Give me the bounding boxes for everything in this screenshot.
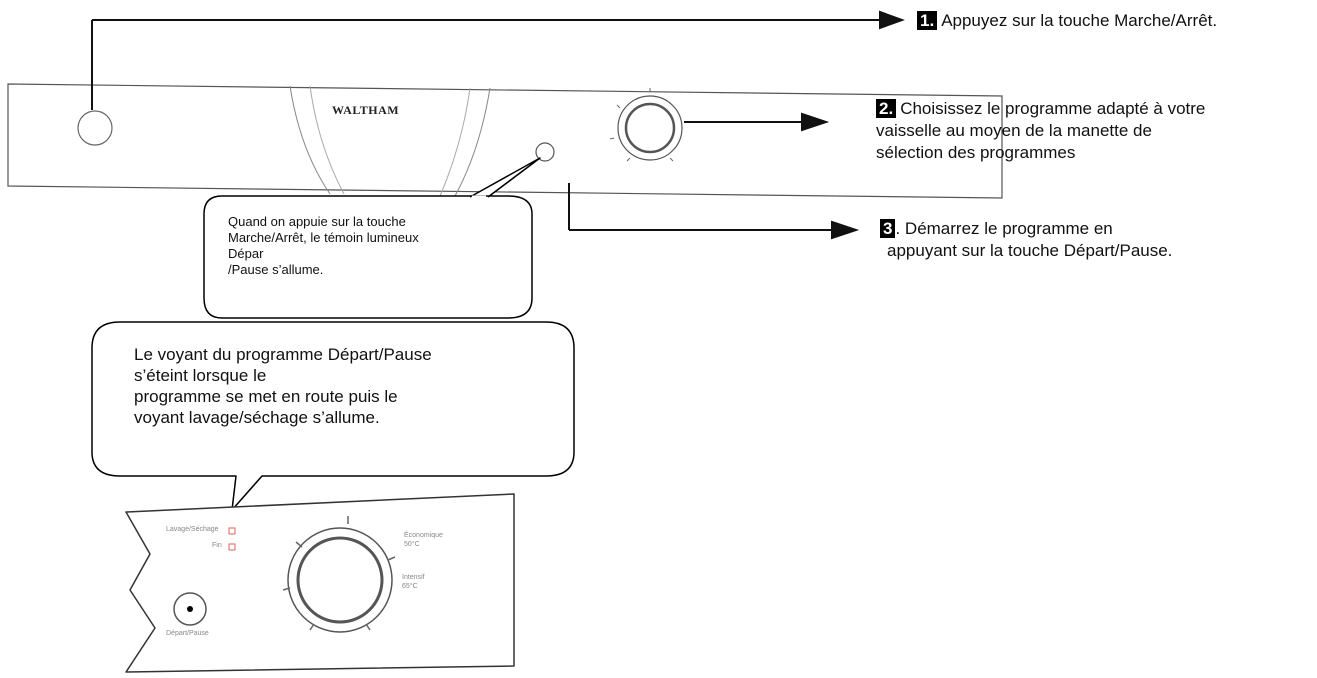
program-selector-knob-detail[interactable] <box>282 516 396 633</box>
bubble-bottom-text: Le voyant du programme Départ/Pause s’ét… <box>134 344 432 428</box>
step-2-line-1: Choisissez le programme adapté à votre <box>900 99 1206 118</box>
program-2-temp: 65°C <box>402 583 418 590</box>
step-2-line-3: sélection des programmes <box>876 143 1076 162</box>
connector-arrows <box>91 10 905 240</box>
program-2-name: Intensif <box>402 574 425 581</box>
power-button[interactable] <box>77 110 113 146</box>
indicator-light-end <box>228 543 236 551</box>
step-1: 1.Appuyez sur la touche Marche/Arrêt. <box>917 10 1217 32</box>
control-panel <box>7 83 1003 199</box>
step-3-number: 3 <box>880 219 896 238</box>
step-1-number: 1. <box>917 11 938 30</box>
indicator-light-wash-dry <box>228 527 236 535</box>
step-2-number: 2. <box>876 99 897 118</box>
brand-logo: WALTHAM <box>332 103 399 117</box>
step-2: 2.Choisissez le programme adapté à votre… <box>876 98 1316 164</box>
program-selector-knob[interactable] <box>609 88 683 162</box>
bubble-bottom-line-3: programme se met en route puis le <box>134 387 398 406</box>
bubble-bottom-line-1: Le voyant du programme Départ/Pause <box>134 345 432 364</box>
speech-bubble-top <box>203 157 541 319</box>
bubble-top-line-4: /Pause s’allume. <box>228 262 324 277</box>
indicator-label-wash-dry: Lavage/Séchage <box>166 526 219 533</box>
bubble-bottom-line-4: voyant lavage/séchage s’allume. <box>134 408 380 427</box>
bubble-top-line-3: Dépar <box>228 246 264 261</box>
bubble-top-text: Quand on appuie sur la touche Marche/Arr… <box>228 214 419 278</box>
bubble-top-line-1: Quand on appuie sur la touche <box>228 214 406 229</box>
indicator-label-end: Fin <box>212 542 222 549</box>
step-2-line-2: vaisselle au moyen de la manette de <box>876 121 1152 140</box>
step-3-line-1: . Démarrez le programme en <box>895 219 1113 238</box>
start-pause-label: Départ/Pause <box>166 630 209 637</box>
bubble-top-line-2: Marche/Arrêt, le témoin lumineux <box>228 230 419 245</box>
start-pause-button-panel[interactable] <box>535 142 555 162</box>
program-1-name: Économique <box>404 532 443 539</box>
step-1-text: Appuyez sur la touche Marche/Arrêt. <box>941 11 1218 30</box>
program-1-temp: 50°C <box>404 541 420 548</box>
bubble-bottom-line-2: s’éteint lorsque le <box>134 366 267 385</box>
step-3: 3. Démarrez le programme en appuyant sur… <box>880 218 1310 262</box>
speech-bubble-bottom <box>91 321 575 511</box>
detail-panel <box>125 493 515 673</box>
step-3-line-2: appuyant sur la touche Départ/Pause. <box>887 241 1173 260</box>
